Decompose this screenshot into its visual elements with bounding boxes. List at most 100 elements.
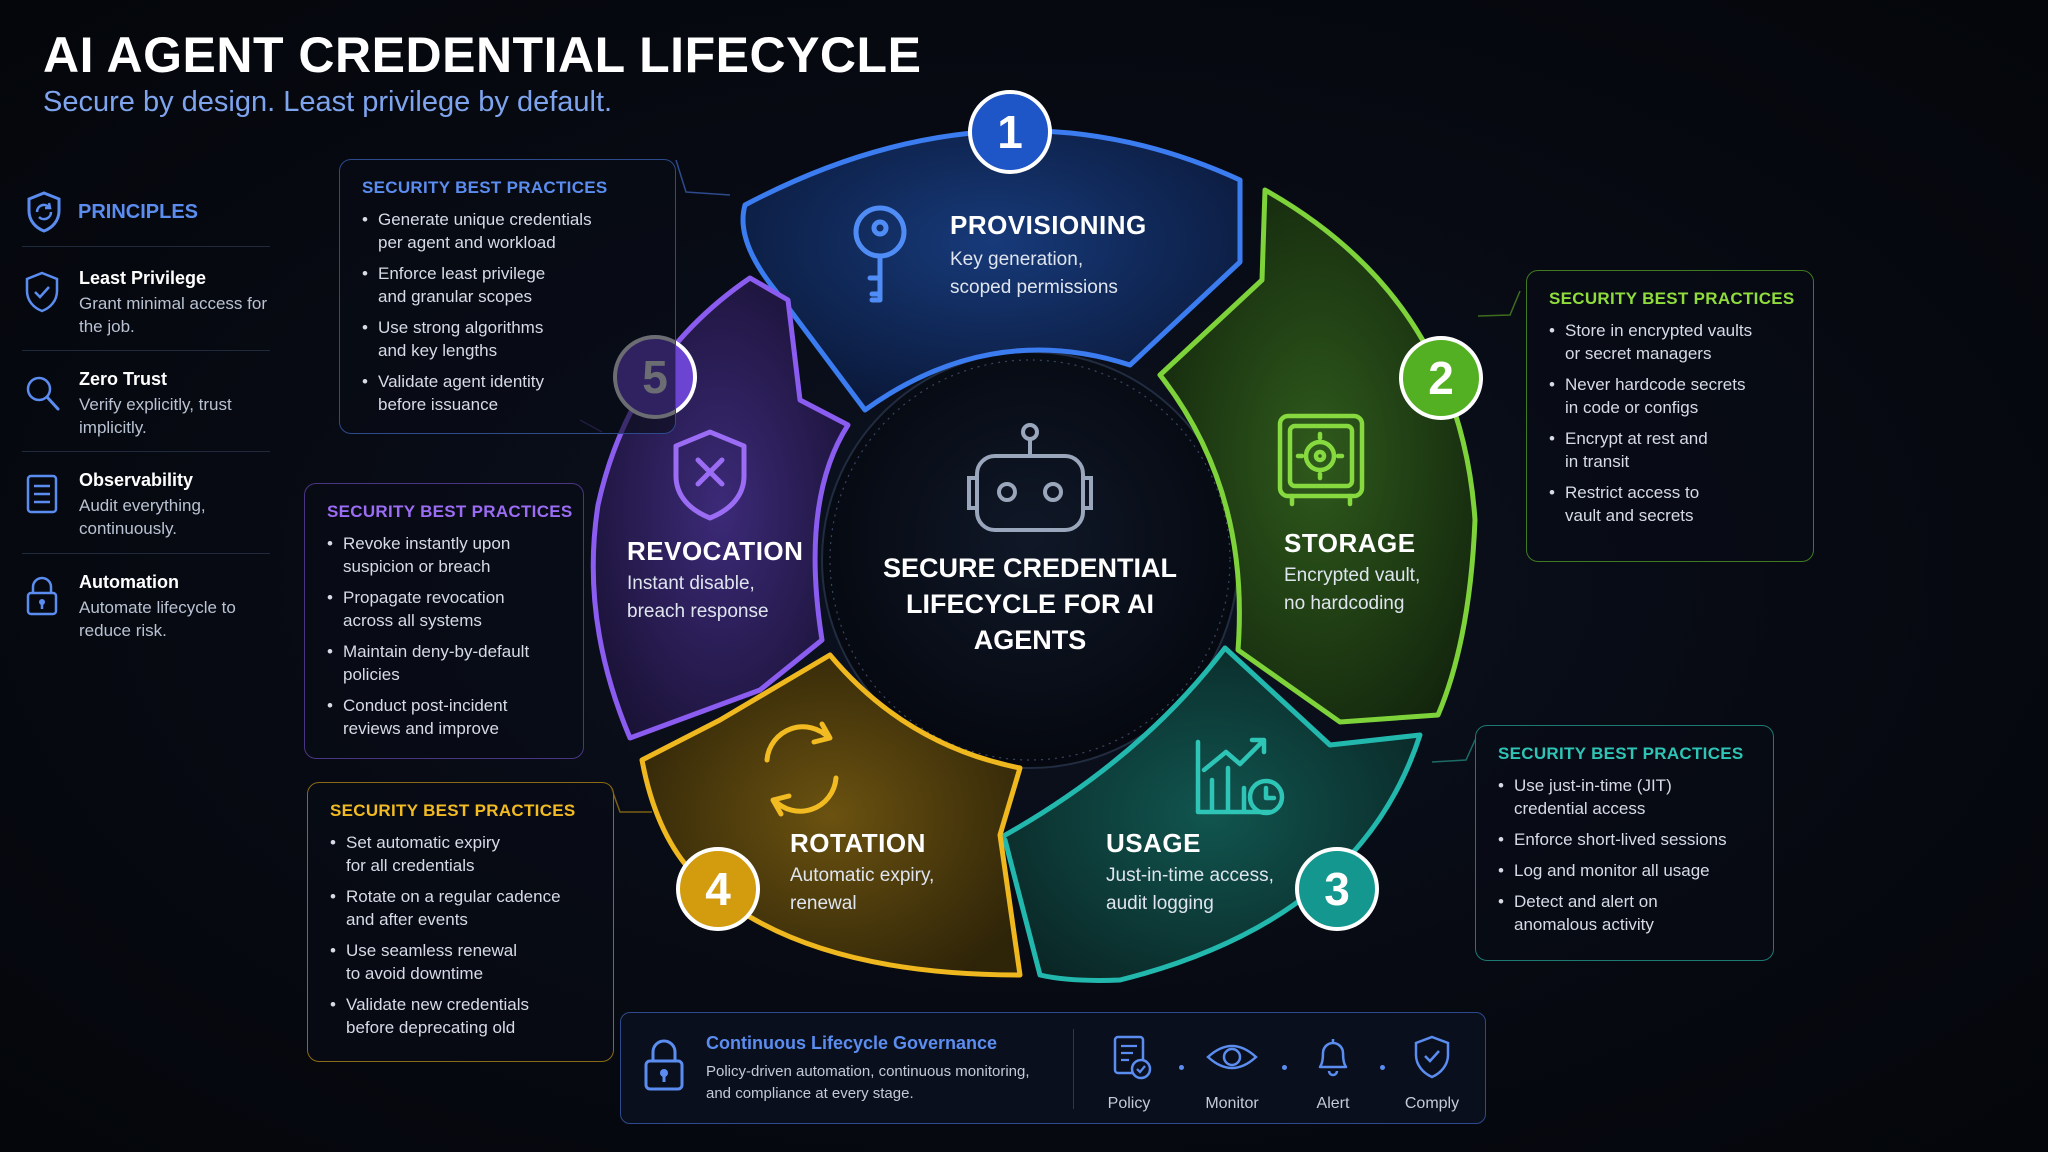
practices-list: Use just-in-time (JIT)credential access … [1498, 766, 1727, 936]
practices-heading: SECURITY BEST PRACTICES [327, 502, 573, 521]
divider [22, 553, 270, 554]
connector-3 [1431, 737, 1477, 763]
principles-heading: PRINCIPLES [78, 200, 199, 223]
page-subtitle: Secure by design. Least privilege by def… [43, 86, 613, 118]
practices-heading: SECURITY BEST PRACTICES [330, 801, 576, 820]
badge-number-3: 3 [1324, 863, 1350, 915]
principle-desc: Verify explicitly, trust implicitly. [79, 395, 232, 437]
governance-item-comply: Comply [1392, 1033, 1472, 1112]
governance-item-policy: Policy [1089, 1033, 1169, 1112]
segment-provisioning [740, 128, 1243, 413]
practices-revocation: SECURITY BEST PRACTICES Revoke instantly… [304, 483, 584, 759]
badge-4 [676, 847, 760, 931]
document-list-icon [26, 474, 58, 514]
governance-item-monitor: Monitor [1192, 1033, 1272, 1112]
governance-label: Comply [1404, 1095, 1460, 1112]
list-item: Use just-in-time (JIT)credential access [1498, 774, 1727, 820]
connector-dot [1179, 1065, 1184, 1070]
principle-desc: Grant minimal access for the job. [79, 294, 267, 336]
bell-icon [1318, 1039, 1348, 1077]
magnifier-icon [26, 376, 60, 411]
vault-icon [1277, 413, 1365, 507]
practices-usage: SECURITY BEST PRACTICES Use just-in-time… [1475, 725, 1774, 961]
governance-desc: Policy-driven automation, continuous mon… [706, 1063, 1030, 1102]
stage-title-usage: USAGE [1106, 828, 1201, 858]
stage-title-rotation: ROTATION [790, 828, 926, 858]
governance-title: Continuous Lifecycle Governance [706, 1033, 998, 1053]
stage-desc-storage: Encrypted vault,no hardcoding [1284, 565, 1421, 614]
divider [1073, 1029, 1074, 1109]
shield-check-icon [1414, 1035, 1450, 1079]
practices-storage: SECURITY BEST PRACTICES Store in encrypt… [1526, 270, 1814, 562]
robot-icon [967, 423, 1093, 532]
connector-dot [1380, 1065, 1385, 1070]
divider [22, 451, 270, 452]
stage-title-storage: STORAGE [1284, 528, 1416, 558]
governance-label: Policy [1107, 1095, 1151, 1112]
stage-title-provisioning: PROVISIONING [950, 210, 1147, 240]
principle-title: Least Privilege [79, 268, 207, 288]
connector-2 [1477, 290, 1521, 317]
principle-title: Observability [79, 470, 194, 490]
stage-title-revocation: REVOCATION [627, 536, 804, 566]
rotate-arrows-icon [764, 721, 839, 817]
divider [22, 246, 270, 247]
principles-header: PRINCIPLES [24, 190, 198, 234]
badge-number-2: 2 [1428, 352, 1454, 404]
governance-panel: Continuous Lifecycle Governance Policy-d… [620, 1012, 1486, 1124]
governance-label: Alert [1316, 1095, 1350, 1112]
practices-provisioning: SECURITY BEST PRACTICES Generate unique … [339, 159, 676, 434]
stage-desc-provisioning: Key generation,scoped permissions [950, 249, 1118, 298]
principle-title: Automation [79, 572, 179, 592]
principle-desc: Audit everything, continuously. [79, 496, 206, 538]
stage-desc-usage: Just-in-time access,audit logging [1106, 865, 1274, 914]
practices-heading: SECURITY BEST PRACTICES [1549, 289, 1795, 308]
shield-check-icon [25, 271, 59, 313]
shield-refresh-icon [27, 191, 61, 233]
list-item: Enforce short-lived sessions [1498, 828, 1727, 851]
key-icon [853, 205, 907, 303]
page-title: AI AGENT CREDENTIAL LIFECYCLE [43, 27, 922, 83]
center-label: SECURE CREDENTIAL LIFECYCLE FOR AI AGENT… [882, 553, 1178, 655]
governance-label: Monitor [1205, 1095, 1259, 1112]
principle-desc: Automate lifecycle to reduce risk. [79, 598, 236, 640]
connector-4 [610, 786, 652, 813]
badge-2 [1399, 336, 1483, 420]
stage-desc-revocation: Instant disable,breach response [627, 573, 769, 622]
padlock-icon [26, 576, 58, 616]
badge-3 [1295, 847, 1379, 931]
badge-1 [968, 90, 1052, 174]
practices-heading: SECURITY BEST PRACTICES [1498, 744, 1744, 763]
connector-1 [675, 159, 731, 196]
divider [22, 350, 270, 351]
policy-doc-icon [1113, 1035, 1152, 1080]
eye-icon [1206, 1044, 1258, 1070]
padlock-icon [644, 1039, 684, 1091]
stage-desc-rotation: Automatic expiry,renewal [790, 865, 935, 914]
practices-heading: SECURITY BEST PRACTICES [362, 178, 608, 197]
practices-rotation: SECURITY BEST PRACTICES Set automatic ex… [307, 782, 614, 1062]
principle-title: Zero Trust [79, 369, 168, 389]
chart-clock-icon [1195, 737, 1285, 816]
